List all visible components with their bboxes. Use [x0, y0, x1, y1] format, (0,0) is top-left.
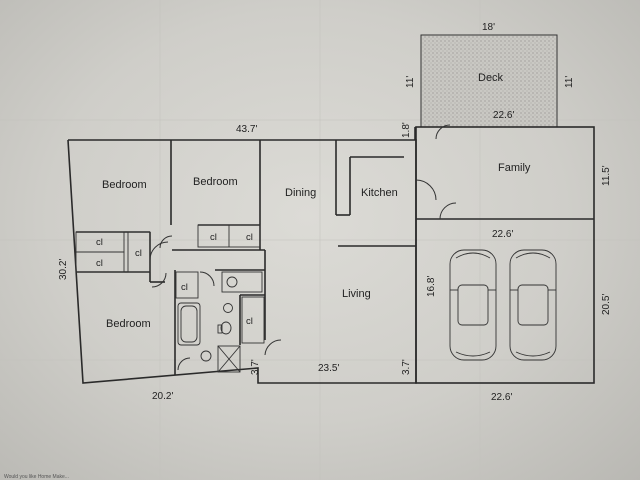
dim-garage-top: 22.6' [492, 229, 513, 240]
car-right [509, 249, 557, 361]
closet-label: cl [96, 237, 103, 248]
footer-text: Would you like Home Make... [4, 474, 69, 480]
closet-label: cl [210, 232, 217, 243]
sink [223, 303, 233, 313]
dim-garage-right: 20.5' [601, 294, 612, 315]
room-label-dining: Dining [285, 187, 316, 199]
closet-label: cl [246, 316, 253, 327]
room-label-bedroom-2: Bedroom [193, 176, 238, 188]
family-garage-wall [415, 126, 595, 384]
garage-cars [449, 249, 557, 361]
closet-labels: cl cl cl cl cl cl cl [96, 232, 253, 327]
dim-living-bottom: 23.5' [318, 363, 339, 374]
room-label-bedroom-1: Bedroom [102, 179, 147, 191]
closets [75, 224, 265, 344]
toilet [220, 321, 232, 335]
room-label-family: Family [498, 162, 531, 174]
closet-label: cl [246, 232, 253, 243]
dim-garage-bottom: 22.6' [491, 392, 512, 403]
room-label-kitchen: Kitchen [361, 187, 398, 199]
dim-step: 1.8' [401, 122, 412, 138]
dim-family-height: 11.5' [601, 165, 612, 186]
dim-living-offset: 3.7' [401, 359, 412, 375]
house-outer-wall [67, 139, 417, 384]
shower [217, 345, 241, 373]
bathtub [177, 302, 201, 346]
closet-label: cl [181, 282, 188, 293]
room-label-deck: Deck [478, 72, 504, 84]
dim-bedroom-bottom: 20.2' [152, 391, 173, 402]
dim-garage-height: 16.8' [426, 276, 437, 297]
dim-house-top: 43.7' [236, 124, 257, 135]
bath-fixtures [177, 271, 263, 373]
closet-label: cl [96, 258, 103, 269]
vanity [221, 271, 263, 293]
room-label-living: Living [342, 288, 371, 300]
room-label-bedroom-3: Bedroom [106, 318, 151, 330]
door-swings [149, 124, 457, 371]
dim-bath-offset: 3.7' [250, 359, 261, 375]
dim-deck-left-height: 11' [405, 76, 416, 88]
interior-walls [76, 127, 416, 375]
dim-house-left: 30.2' [58, 259, 69, 280]
dim-deck-bottom: 22.6' [493, 110, 514, 121]
dim-deck-width: 18' [482, 22, 495, 33]
dim-deck-right-height: 11' [564, 76, 575, 88]
car-left [449, 249, 497, 361]
closet-label: cl [135, 248, 142, 259]
